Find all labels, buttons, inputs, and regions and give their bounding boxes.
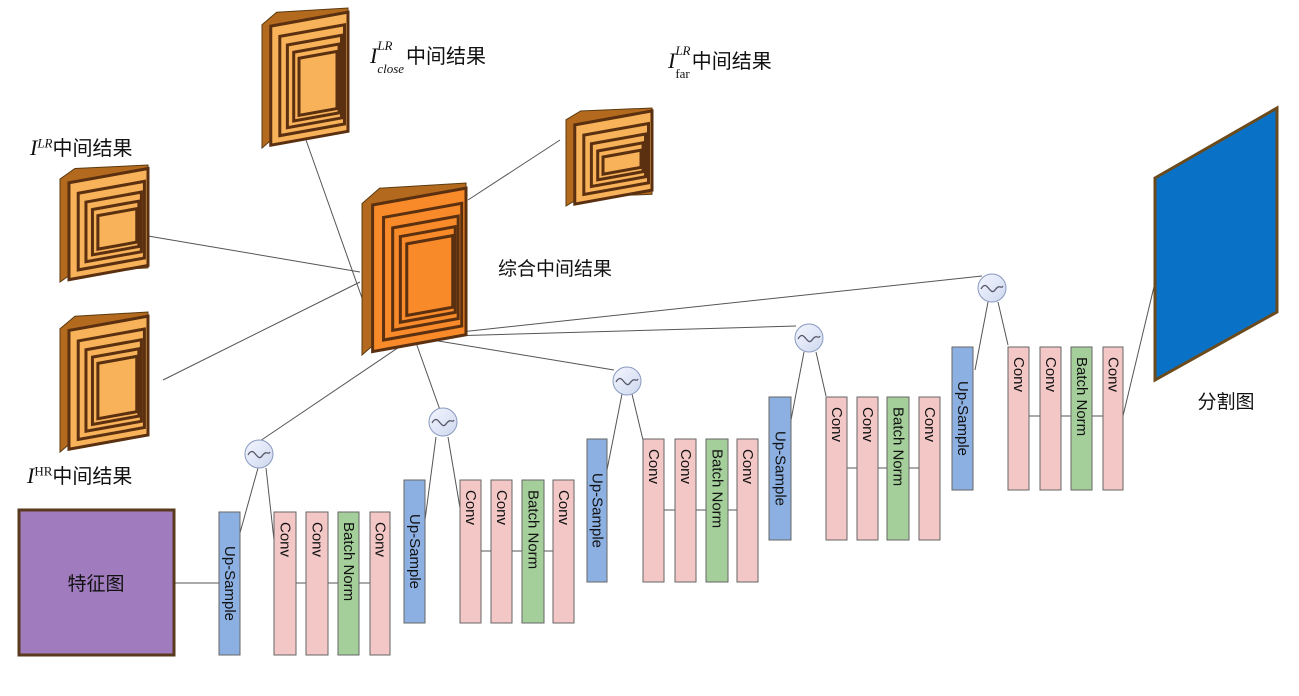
segmentation-map (1153, 105, 1279, 383)
summation-nodes (244, 273, 1007, 469)
svg-text:Batch Norm: Batch Norm (340, 522, 357, 601)
svg-text:Conv: Conv (1010, 357, 1027, 393)
sum-node-icon (794, 323, 824, 353)
pyramid-far-icon (565, 107, 654, 207)
upsample-block: Up-Sample (951, 346, 974, 491)
svg-text:Conv: Conv (493, 490, 510, 526)
svg-text:Batch Norm: Batch Norm (890, 407, 907, 486)
svg-text:Batch Norm: Batch Norm (525, 490, 542, 569)
conv-block: Conv (1102, 346, 1124, 491)
svg-text:Conv: Conv (645, 449, 662, 485)
segmentation-label: 分割图 (1197, 391, 1254, 413)
batchnorm-block: Batch Norm (337, 511, 360, 656)
conv-block: Conv (459, 479, 482, 624)
conv-block: Conv (490, 479, 513, 624)
pyramid-lr-icon (59, 164, 150, 283)
feature-map-box (17, 508, 176, 657)
svg-text:Batch Norm: Batch Norm (1073, 357, 1090, 436)
svg-text:Conv: Conv (921, 407, 938, 443)
batchnorm-block: Batch Norm (705, 438, 729, 583)
conv-block: Conv (642, 438, 665, 583)
pyramid-close-icon (261, 7, 350, 150)
svg-text:Conv: Conv (372, 522, 389, 558)
svg-text:Up-Sample: Up-Sample (954, 381, 971, 456)
feature-map-label: 特征图 (67, 573, 124, 595)
upsample-block: Up-Sample (403, 479, 426, 624)
combined-label: 综合中间结果 (498, 258, 612, 280)
pyramid-hr-icon (59, 311, 150, 454)
conv-block: Conv (552, 479, 575, 624)
pyramid-combined-icon (361, 182, 468, 357)
svg-text:Up-Sample: Up-Sample (772, 431, 789, 506)
svg-text:Conv: Conv (462, 490, 479, 526)
svg-text:Up-Sample: Up-Sample (406, 514, 423, 589)
batchnorm-block: Batch Norm (521, 479, 545, 624)
connection-lines (147, 139, 1159, 584)
upsample-block: Up-Sample (218, 511, 241, 656)
svg-text:Batch Norm: Batch Norm (709, 449, 726, 528)
label-lr-intermediate: ILR中间结果 (30, 135, 133, 160)
conv-block: Conv (273, 511, 297, 656)
svg-text:Conv: Conv (555, 490, 572, 526)
conv-block: Conv (825, 396, 848, 541)
svg-text:Conv: Conv (309, 522, 326, 558)
conv-block: Conv (918, 396, 941, 541)
svg-text:Conv: Conv (677, 449, 694, 485)
sum-node-icon (244, 439, 274, 469)
upsample-block: Up-Sample (586, 438, 608, 583)
conv-block: Conv (1007, 346, 1030, 491)
sum-node-icon (428, 407, 458, 437)
conv-block: Conv (674, 438, 697, 583)
conv-block: Conv (736, 438, 759, 583)
upsample-block: Up-Sample (768, 396, 792, 541)
label-hr-intermediate: IHR中间结果 (27, 463, 133, 488)
conv-block: Conv (305, 511, 329, 656)
sum-node-icon (612, 366, 642, 396)
svg-text:Conv: Conv (1042, 357, 1059, 393)
batchnorm-block: Batch Norm (1070, 346, 1093, 491)
svg-text:Conv: Conv (859, 407, 876, 443)
sum-node-icon (977, 273, 1007, 303)
conv-block: Conv (369, 511, 391, 656)
conv-block: Conv (1039, 346, 1062, 491)
svg-text:Up-Sample: Up-Sample (589, 473, 606, 548)
svg-text:Up-Sample: Up-Sample (221, 546, 238, 621)
batchnorm-block: Batch Norm (886, 396, 910, 541)
svg-text:Conv: Conv (1105, 357, 1122, 393)
svg-text:Conv: Conv (739, 449, 756, 485)
svg-text:Conv: Conv (828, 407, 845, 443)
svg-text:Conv: Conv (277, 522, 294, 558)
conv-block: Conv (856, 396, 879, 541)
